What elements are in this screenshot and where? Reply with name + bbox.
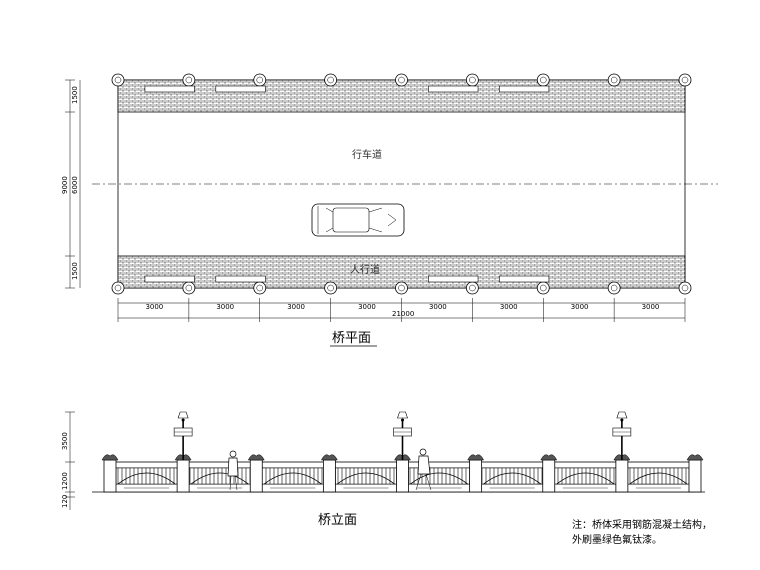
dim-road: 6000 — [71, 176, 79, 194]
bench — [215, 275, 266, 283]
railing-panel — [408, 467, 470, 485]
pedestrian-icon — [227, 450, 239, 491]
railing-post — [182, 281, 196, 295]
bench — [144, 275, 195, 283]
railing-post — [607, 73, 621, 87]
dim-total-length: 21000 — [392, 310, 414, 318]
dim-span: 3000 — [571, 303, 589, 311]
dim-total-width: 9000 — [61, 176, 69, 194]
pier — [103, 459, 117, 493]
elevation-view: 3500 1200 120 桥立面 — [61, 411, 705, 528]
arch — [629, 472, 688, 485]
dim-top-sidewalk: 1500 — [71, 86, 79, 104]
railing-panel — [115, 467, 178, 485]
pier — [396, 459, 409, 493]
railing-post — [182, 73, 196, 87]
dim-deck-thickness: 120 — [61, 495, 69, 508]
lamp-head-icon — [177, 411, 189, 419]
railing-post — [111, 281, 125, 295]
railing-post — [324, 281, 338, 295]
planter-icon — [467, 454, 485, 461]
bench — [144, 85, 195, 93]
dim-bottom-sidewalk: 1500 — [71, 262, 79, 280]
arch — [337, 472, 395, 485]
bench — [215, 85, 266, 93]
lamp-head-icon — [397, 411, 408, 419]
railing-panel — [262, 467, 324, 485]
lamp-head-icon — [616, 411, 628, 419]
arch — [190, 472, 249, 485]
dim-parapet-height: 1200 — [61, 472, 69, 490]
car-icon — [311, 203, 405, 237]
top-railing — [111, 73, 692, 93]
pier — [542, 459, 556, 493]
pier — [615, 459, 629, 493]
railing-panel — [554, 467, 617, 485]
pier — [176, 459, 190, 493]
dim-span: 3000 — [287, 303, 305, 311]
bench — [428, 85, 479, 93]
arch — [483, 472, 541, 485]
railing-panel — [188, 467, 251, 485]
railing-post — [678, 281, 692, 295]
note-line-1: 注：桥体采用钢筋混凝土结构， — [572, 518, 712, 531]
planter-icon — [101, 454, 119, 461]
pier — [688, 459, 702, 493]
dim-span: 3000 — [642, 303, 660, 311]
railing-post — [465, 73, 479, 87]
railing-post — [678, 73, 692, 87]
note-line-2: 外刷墨绿色氟钛漆。 — [572, 533, 662, 546]
planter-icon — [686, 454, 704, 461]
railing-post — [253, 281, 267, 295]
road-label: 行车道 — [352, 148, 382, 161]
dim-span: 3000 — [216, 303, 234, 311]
arch — [556, 472, 615, 485]
railing-panel — [627, 467, 690, 485]
plan-left-dimensions: 1500 6000 1500 9000 — [61, 79, 81, 289]
railing-post — [111, 73, 125, 87]
pier — [249, 459, 263, 493]
railing-panel — [335, 467, 397, 485]
railing-post — [324, 73, 338, 87]
planter-icon — [247, 454, 265, 461]
planter-icon — [320, 454, 338, 461]
railing-post — [395, 73, 408, 87]
bench — [499, 85, 550, 93]
bottom-railing — [111, 275, 692, 295]
sidewalk-label: 人行道 — [350, 263, 380, 276]
elevation-title: 桥立面 — [318, 513, 357, 528]
plan-view: 行车道 人行道 1500 6000 1500 9000 — [61, 73, 718, 347]
elevation-left-dimensions: 3500 1200 120 — [61, 411, 75, 510]
railing-post — [536, 281, 550, 295]
planter-icon — [540, 454, 558, 461]
pier — [322, 459, 336, 493]
dim-lamp-height: 3500 — [61, 432, 69, 450]
railing-post — [465, 281, 479, 295]
railing-panel — [481, 467, 543, 485]
railing-post — [607, 281, 621, 295]
railing-post — [395, 281, 408, 295]
arch — [264, 472, 322, 485]
pier — [469, 459, 483, 493]
bench — [499, 275, 550, 283]
plan-bottom-dimensions: 3000 3000 3000 3000 3000 3000 3000 3000 21000 — [117, 298, 686, 322]
bench — [428, 275, 479, 283]
arch — [117, 472, 176, 485]
railing-post — [253, 73, 267, 87]
railing-post — [536, 73, 550, 87]
pedestrian-icon — [415, 448, 432, 491]
dim-span: 3000 — [358, 303, 376, 311]
dim-span: 3000 — [429, 303, 447, 311]
dim-span: 3000 — [500, 303, 518, 311]
arch — [410, 472, 468, 485]
plan-title: 桥平面 — [332, 331, 371, 346]
dim-span: 3000 — [145, 303, 163, 311]
